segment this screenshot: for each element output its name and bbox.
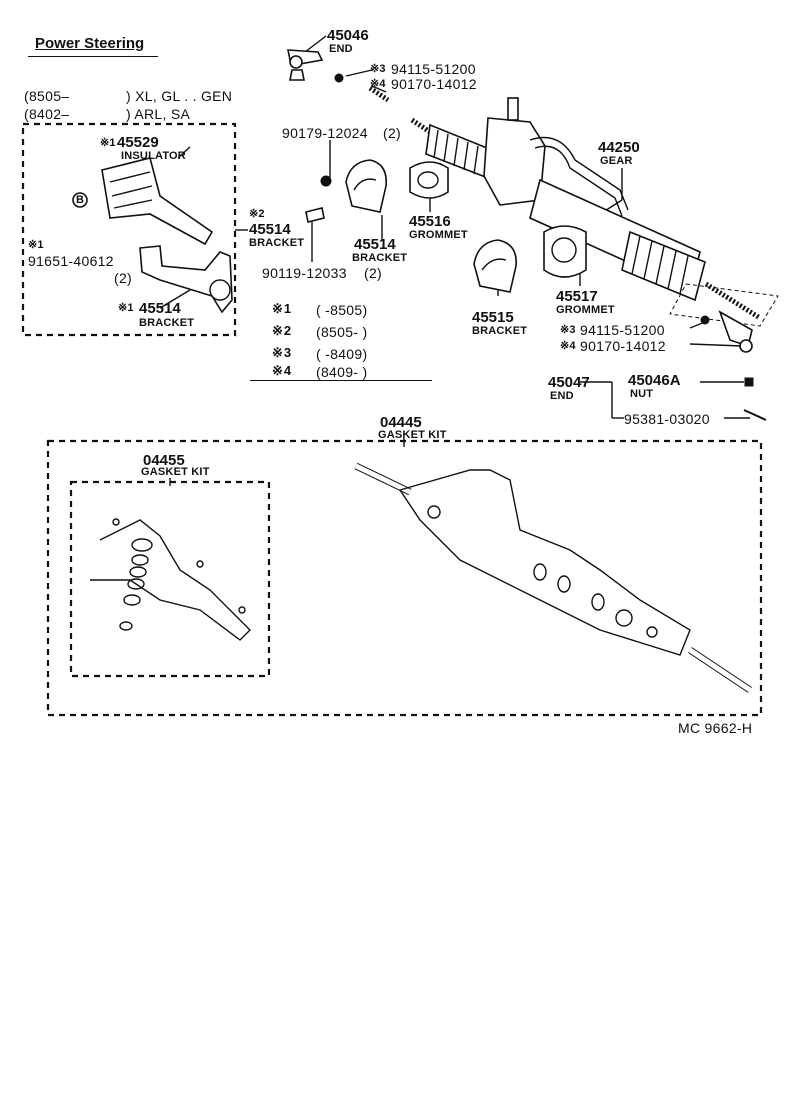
legend-range-1: ( -8505) [316, 302, 368, 318]
part-number-45046: 45046 [327, 27, 369, 44]
legend-mark-4: ※4 [272, 363, 293, 378]
legend-range-4: (8409- ) [316, 364, 368, 380]
part-name-45514-left: BRACKET [139, 317, 195, 329]
option-parts-box [21, 122, 237, 337]
part-number-94115-top: 94115-51200 [391, 61, 476, 77]
part-number-45046A: 45046A [628, 372, 681, 389]
part-name-45515: BRACKET [472, 325, 528, 337]
part-number-90170-bottom: 90170-14012 [580, 338, 666, 354]
part-name-04455: GASKET KIT [141, 466, 210, 478]
title-rule [28, 56, 158, 57]
qty-90119: (2) [364, 265, 383, 281]
legend-range-2: (8505- ) [316, 324, 368, 340]
mark-45514-left: ※1 [118, 302, 134, 314]
part-number-44250: 44250 [598, 139, 640, 156]
mark-90170-top: ※4 [370, 78, 386, 90]
circle-b-label: B [76, 194, 85, 206]
legend-range-3: ( -8409) [316, 346, 368, 362]
mark-45529: ※1 [100, 137, 116, 149]
legend-mark-1: ※1 [272, 301, 293, 316]
part-name-45514-center: BRACKET [352, 252, 408, 264]
part-number-94115-bottom: 94115-51200 [580, 322, 665, 338]
bracket-45514-center-drawing [345, 159, 387, 213]
gasket-kit-04445-drawing [354, 462, 752, 693]
legend-mark-2: ※2 [272, 323, 293, 338]
insulator-45529-drawing [101, 157, 214, 246]
diagram-code: MC 9662-H [678, 720, 753, 736]
part-number-45516: 45516 [409, 213, 451, 230]
part-number-95381: 95381-03020 [624, 411, 710, 427]
part-number-90179: 90179-12024 [282, 125, 368, 141]
part-number-45514-left: 45514 [139, 300, 181, 317]
bolt-90119-drawing [305, 207, 325, 223]
legend-mark-3: ※3 [272, 345, 293, 360]
gasket-kit-04455-box [69, 480, 271, 678]
bolt-90179-drawing [320, 175, 332, 187]
mark-45514-mid: ※2 [249, 208, 265, 220]
part-number-45529: 45529 [117, 134, 159, 151]
bracket-45515-drawing [473, 239, 517, 293]
part-number-91651: 91651-40612 [28, 253, 114, 269]
part-number-45514-mid: 45514 [249, 221, 291, 238]
part-name-45046A: NUT [630, 388, 654, 400]
page-title: Power Steering [35, 35, 145, 52]
part-name-45529: INSULATOR [121, 150, 186, 162]
bracket-45514-left-drawing [139, 245, 233, 314]
applicability-models-1: ) XL, GL . . GEN [126, 88, 233, 104]
qty-91651: (2) [114, 270, 133, 286]
tie-rod-end-bottom-drawing [700, 310, 767, 421]
part-number-90119: 90119-12033 [262, 265, 347, 281]
part-number-45514-center: 45514 [354, 236, 396, 253]
mark-94115-top: ※3 [370, 63, 386, 75]
qty-90179: (2) [383, 125, 402, 141]
gasket-kit-04445-box [46, 439, 763, 717]
grommet-45517-drawing [543, 225, 587, 278]
part-name-45047: END [550, 390, 574, 402]
mark-94115-bottom: ※3 [560, 324, 576, 336]
legend-rule [250, 380, 432, 381]
part-number-04445: 04445 [380, 414, 422, 431]
mark-90170-bottom: ※4 [560, 340, 576, 352]
applicability-code-2: (8402– [24, 106, 70, 122]
part-number-90170-top: 90170-14012 [391, 76, 477, 92]
tie-rod-end-top-drawing [287, 49, 390, 103]
part-number-45515: 45515 [472, 309, 514, 326]
mark-91651: ※1 [28, 239, 44, 251]
applicability-code-1: (8505– [24, 88, 70, 104]
gasket-kit-04455-drawing [90, 518, 251, 641]
part-name-45514-mid: BRACKET [249, 237, 305, 249]
part-number-45047: 45047 [548, 374, 590, 391]
part-name-04445: GASKET KIT [378, 429, 447, 441]
grommet-45516-drawing [409, 161, 449, 199]
steering-rack-drawing [410, 97, 779, 327]
applicability-models-2: ) ARL, SA [126, 106, 191, 122]
part-name-44250: GEAR [600, 155, 633, 167]
part-name-45046: END [329, 43, 353, 55]
part-name-45517: GROMMET [556, 304, 615, 316]
part-number-04455: 04455 [143, 452, 185, 469]
circle-b-mark [72, 192, 88, 208]
part-number-45517: 45517 [556, 288, 598, 305]
part-name-45516: GROMMET [409, 229, 468, 241]
